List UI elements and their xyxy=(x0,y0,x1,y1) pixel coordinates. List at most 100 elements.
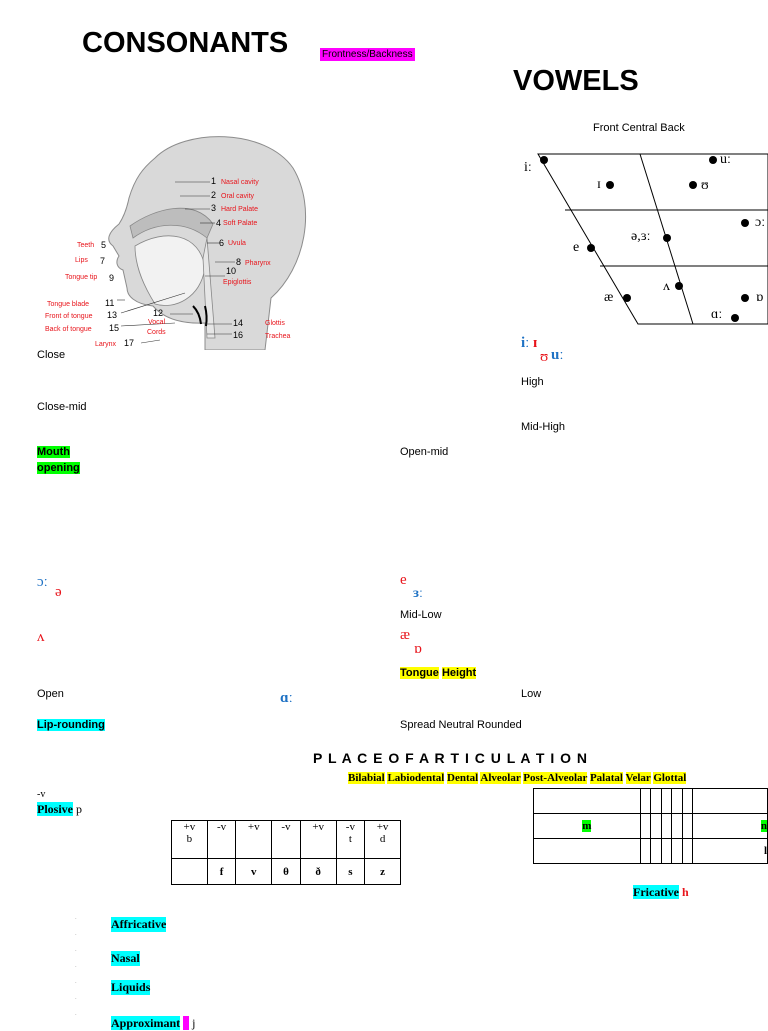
label-mid-high: Mid-High xyxy=(521,421,566,433)
mid-e: e xyxy=(400,572,407,588)
svg-text:Epiglottis: Epiglottis xyxy=(223,279,252,286)
voice-cell: +v xyxy=(299,820,337,859)
fric-cell: v xyxy=(235,858,273,885)
voice-cell: -v xyxy=(206,820,237,859)
place-of-articulation-title: P L A C E O F A R T I C U L A T I O N xyxy=(313,750,589,766)
mid-ae: æ xyxy=(400,627,411,643)
tongue-word: Tongue xyxy=(400,667,439,679)
left-ah-long: ɑː xyxy=(280,690,293,706)
label-approximant: Approximant xyxy=(111,1016,181,1030)
vowel-schwa-er: ə,ɜː xyxy=(631,229,651,244)
svg-text:6: 6 xyxy=(219,238,224,248)
svg-text:8: 8 xyxy=(236,257,241,267)
left-wedge: ʌ xyxy=(37,629,45,645)
fric-cell: θ xyxy=(271,858,301,885)
label-open: Open xyxy=(37,688,64,700)
label-close: Close xyxy=(37,349,66,361)
label-open-mid: Open-mid xyxy=(400,446,449,458)
svg-text:9: 9 xyxy=(109,273,114,283)
svg-text:3: 3 xyxy=(211,203,216,213)
svg-text:13: 13 xyxy=(107,310,117,320)
places-row: Bilabial Labiodental Dental Alveolar Pos… xyxy=(348,772,687,784)
fricative-row: Fricative h xyxy=(633,885,689,900)
vowel-uh: ʊ xyxy=(701,178,709,193)
frontness-badge: Frontness/Backness xyxy=(320,48,415,61)
place-dental: Dental xyxy=(447,772,479,784)
svg-text:1: 1 xyxy=(211,176,216,186)
fric-cell: z xyxy=(364,858,401,885)
mid-er: ɜː xyxy=(413,586,423,601)
vowel-ah-long: ɑː xyxy=(711,307,723,322)
vowel-chart-header: Front Central Back xyxy=(593,122,685,134)
label-liquids: Liquids xyxy=(111,980,151,995)
svg-text:16: 16 xyxy=(233,330,243,340)
svg-text:Cords: Cords xyxy=(147,329,166,336)
label-mouth: Mouth xyxy=(37,446,70,458)
label-lip-rounding: Lip-rounding xyxy=(37,719,105,731)
fric-cell: ð xyxy=(299,858,337,885)
vowel-ih: ɪ xyxy=(597,177,601,192)
voice-cell: +v xyxy=(235,820,273,859)
label-nasal: Nasal xyxy=(111,951,140,966)
pair-uh: ʊ xyxy=(540,349,549,365)
vowel-i-long: iː xyxy=(524,160,532,175)
svg-text:Larynx: Larynx xyxy=(95,341,117,348)
label-affricative: Affricative xyxy=(111,917,167,932)
left-schwa: ə xyxy=(55,584,62,600)
svg-text:11: 11 xyxy=(105,298,114,308)
label-close-mid: Close-mid xyxy=(37,401,87,413)
svg-text:Lips: Lips xyxy=(75,257,88,264)
approximant-marker xyxy=(183,1016,190,1030)
neg-voice-label: -v xyxy=(37,789,46,800)
fric-cell: f xyxy=(206,858,237,885)
height-word: Height xyxy=(441,667,477,679)
svg-text:15: 15 xyxy=(109,323,119,333)
svg-text:Back of tongue: Back of tongue xyxy=(45,326,92,333)
svg-text:Hard Palate: Hard Palate xyxy=(221,206,258,213)
place-glottal: Glottal xyxy=(653,772,687,784)
label-opening: opening xyxy=(37,462,80,474)
plosive-p: p xyxy=(76,802,82,816)
place-post-alveolar: Post-Alveolar xyxy=(523,772,588,784)
svg-text:Teeth: Teeth xyxy=(77,242,94,249)
vowel-trapezoid xyxy=(537,153,768,325)
label-spread-neutral-rounded: Spread Neutral Rounded xyxy=(400,719,522,731)
fric-cell xyxy=(171,858,208,885)
svg-text:12: 12 xyxy=(153,308,163,318)
label-low: Low xyxy=(521,688,542,700)
svg-text:Soft Palate: Soft Palate xyxy=(223,220,257,227)
svg-text:Tongue blade: Tongue blade xyxy=(47,301,89,308)
vowel-u-long: uː xyxy=(720,152,731,167)
vowels-title: VOWELS xyxy=(513,65,639,97)
place-alveolar: Alveolar xyxy=(480,772,521,784)
cell-m: m xyxy=(582,820,592,832)
svg-text:Oral cavity: Oral cavity xyxy=(221,193,255,200)
vowel-oh-long: ɔː xyxy=(755,215,766,230)
svg-text:Vocal: Vocal xyxy=(148,319,166,326)
left-oh-long: ɔː xyxy=(37,574,48,590)
svg-text:Nasal cavity: Nasal cavity xyxy=(221,179,259,186)
svg-text:Front of tongue: Front of tongue xyxy=(45,313,93,320)
svg-text:Uvula: Uvula xyxy=(228,240,246,247)
consonants-title: CONSONANTS xyxy=(82,27,289,59)
svg-text:2: 2 xyxy=(211,190,216,200)
pair-u-long: uː xyxy=(551,347,564,363)
pair-ih: ɪ xyxy=(533,335,538,351)
label-high: High xyxy=(521,376,544,388)
label-tongue-height: Tongue Height xyxy=(400,667,477,679)
dot-guides: ....... xyxy=(75,915,77,1017)
approximant-j: j xyxy=(192,1016,196,1030)
cell-l: l xyxy=(763,845,767,857)
svg-text:Glottis: Glottis xyxy=(265,320,285,327)
svg-text:4: 4 xyxy=(216,218,221,228)
cell-n: n xyxy=(760,820,767,832)
label-plosive: Plosive xyxy=(37,802,73,816)
place-bilabial: Bilabial xyxy=(348,772,385,784)
vowel-wedge: ʌ xyxy=(663,279,670,294)
svg-text:Tongue tip: Tongue tip xyxy=(65,274,97,281)
place-velar: Velar xyxy=(625,772,651,784)
